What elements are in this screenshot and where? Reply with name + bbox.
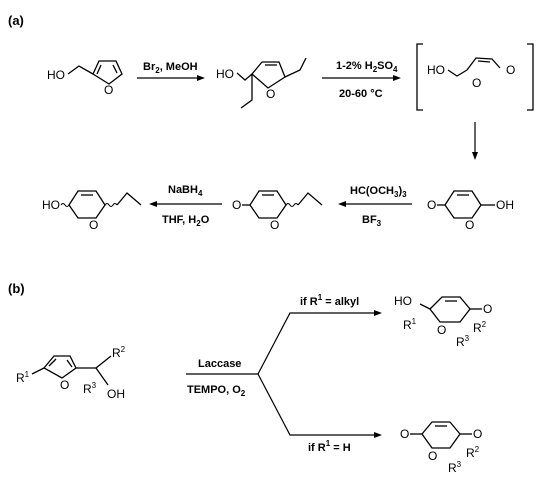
atom-label-oh: OH xyxy=(107,387,125,401)
furfuryl-alcohol-substituted: R1 O R2 R3 OH xyxy=(16,345,126,401)
atom-label-o: O xyxy=(483,302,492,316)
furfuryl-alcohol: HO O xyxy=(47,60,123,97)
arrow-laccase: Laccase TEMPO, O2 if R1 = alkyl if R1 = … xyxy=(186,293,382,454)
atom-label-r2: R2 xyxy=(466,445,480,460)
atom-label-o: O xyxy=(472,76,481,90)
condition-tempo: TEMPO, O2 xyxy=(187,384,246,398)
panel-label-b: (b) xyxy=(8,281,25,296)
arrow-cyclization xyxy=(472,122,478,160)
arrow-methylation: HC(OCH3)3 BF3 xyxy=(338,185,412,228)
arrow-bromination: Br2, MeOH xyxy=(137,61,205,81)
atom-label-r3: R3 xyxy=(456,334,470,349)
atom-label-o: O xyxy=(428,449,437,463)
dihydropyranol: HO O xyxy=(42,190,142,232)
atom-label-ho: HO xyxy=(42,198,60,212)
condition-thf-water: THF, H2O xyxy=(162,214,210,228)
atom-label-o: O xyxy=(473,427,482,441)
pyrandione-product: O O O R2 R3 xyxy=(400,421,482,475)
atom-label-ho: HO xyxy=(47,68,65,82)
atom-label-o: O xyxy=(60,378,69,392)
atom-label-r2: R2 xyxy=(112,345,126,360)
pyranone-hemiacetal: O O OH xyxy=(427,190,514,232)
condition-laccase: Laccase xyxy=(198,358,241,370)
arrow-reduction: NaBH4 THF, H2O xyxy=(149,184,222,228)
atom-label-o: O xyxy=(506,63,515,77)
dimethoxy-dihydrofuran: HO O xyxy=(216,57,307,109)
atom-label-r3: R3 xyxy=(448,460,462,475)
atom-label-oh: OH xyxy=(496,198,514,212)
pyranone-methyl-acetal: O O xyxy=(232,190,323,232)
atom-label-o: O xyxy=(104,83,113,97)
atom-label-o: O xyxy=(427,198,436,212)
atom-label-o: O xyxy=(400,427,409,441)
atom-label-o: O xyxy=(266,87,275,101)
atom-label-r1: R1 xyxy=(16,370,30,385)
atom-label-ho: HO xyxy=(216,67,234,81)
atom-label-o: O xyxy=(465,218,474,232)
atom-label-o: O xyxy=(89,218,98,232)
hydroxypyranone-product: HO O R1 O R2 R3 xyxy=(394,294,492,349)
atom-label-r3: R3 xyxy=(83,381,97,396)
condition-bromination: Br2, MeOH xyxy=(143,61,198,75)
atom-label-r1: R1 xyxy=(403,317,417,332)
condition-acid: 1-2% H2SO4 xyxy=(336,60,398,74)
arrow-hydrolysis: 1-2% H2SO4 20-60 °C xyxy=(322,60,401,100)
condition-branch-h: if R1 = H xyxy=(308,439,351,454)
atom-label-ho: HO xyxy=(427,63,445,77)
condition-nabh4: NaBH4 xyxy=(168,184,203,198)
atom-label-ho: HO xyxy=(394,294,412,308)
atom-label-o: O xyxy=(270,218,279,232)
atom-label-o: O xyxy=(437,323,446,337)
condition-bf3: BF3 xyxy=(362,214,382,228)
condition-orthoformate: HC(OCH3)3 xyxy=(350,185,407,199)
atom-label-o: O xyxy=(232,198,241,212)
ketoaldehyde-intermediate: HO O O xyxy=(416,43,534,111)
condition-temperature: 20-60 °C xyxy=(339,88,383,100)
panel-label-a: (a) xyxy=(8,13,24,28)
condition-branch-alkyl: if R1 = alkyl xyxy=(300,293,359,308)
atom-label-r2: R2 xyxy=(473,320,487,335)
